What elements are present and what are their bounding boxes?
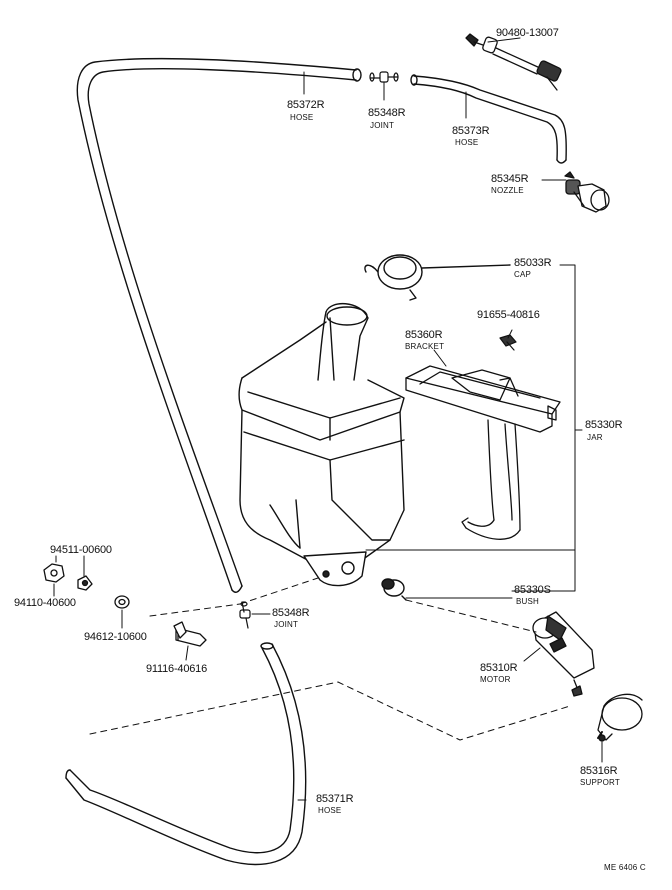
joint-bottom-name: JOINT bbox=[274, 620, 299, 629]
hose-85371-name: HOSE bbox=[318, 806, 342, 815]
motor-drawing bbox=[532, 611, 595, 697]
hose-85372-name: HOSE bbox=[290, 113, 314, 122]
joint-top-drawing bbox=[369, 71, 399, 83]
dashed-lines bbox=[89, 577, 571, 741]
support-drawing bbox=[597, 693, 643, 742]
hose-85372-drawing bbox=[76, 58, 362, 593]
jar-drawing bbox=[238, 303, 405, 587]
cap-drawing bbox=[364, 254, 511, 301]
screw-drawing bbox=[499, 334, 517, 351]
support-number: 85316R bbox=[580, 765, 618, 777]
motor-name: MOTOR bbox=[480, 675, 511, 684]
nut-number: 94110-40600 bbox=[14, 597, 76, 609]
joint-bottom-drawing bbox=[239, 601, 251, 629]
nozzle-name: NOZZLE bbox=[491, 186, 524, 195]
motor-number: 85310R bbox=[480, 662, 518, 674]
bush-name: BUSH bbox=[516, 597, 540, 606]
joint-top-name: JOINT bbox=[370, 121, 395, 130]
pump-hose-number: 90480-13007 bbox=[496, 27, 559, 39]
hose-85373-name: HOSE bbox=[455, 138, 479, 147]
screw-number: 91655-40816 bbox=[477, 309, 540, 321]
pump-hose-top-drawing bbox=[465, 33, 562, 91]
leader-lines bbox=[53, 37, 603, 801]
bracket-drawing bbox=[405, 365, 561, 540]
support-name: SUPPORT bbox=[580, 778, 620, 787]
hose-85371-number: 85371R bbox=[316, 793, 354, 805]
bush-drawing bbox=[381, 578, 407, 601]
hose-85373-drawing bbox=[410, 74, 567, 164]
drawing-code: ME 6406 C bbox=[604, 863, 646, 872]
jar-number: 85330R bbox=[585, 419, 623, 431]
nozzle-drawing bbox=[564, 171, 610, 213]
washer-b-number: 94612-10600 bbox=[84, 631, 147, 643]
nozzle-number: 85345R bbox=[491, 173, 529, 185]
joint-bottom-number: 85348R bbox=[272, 607, 310, 619]
hose-85372-number: 85372R bbox=[287, 99, 325, 111]
bracket-name: BRACKET bbox=[405, 342, 445, 351]
bracket-number: 85360R bbox=[405, 329, 443, 341]
jar-name: JAR bbox=[587, 433, 603, 442]
hose-85373-number: 85373R bbox=[452, 125, 490, 137]
hardware-drawing bbox=[43, 563, 207, 647]
cap-number: 85033R bbox=[514, 257, 552, 269]
bolt-number: 91116-40616 bbox=[146, 663, 208, 675]
joint-top-number: 85348R bbox=[368, 107, 406, 119]
bush-number: 85330S bbox=[514, 584, 551, 596]
hose-85371-drawing bbox=[65, 642, 307, 866]
washer-a-number: 94511-00600 bbox=[50, 544, 112, 556]
cap-name: CAP bbox=[514, 270, 532, 279]
